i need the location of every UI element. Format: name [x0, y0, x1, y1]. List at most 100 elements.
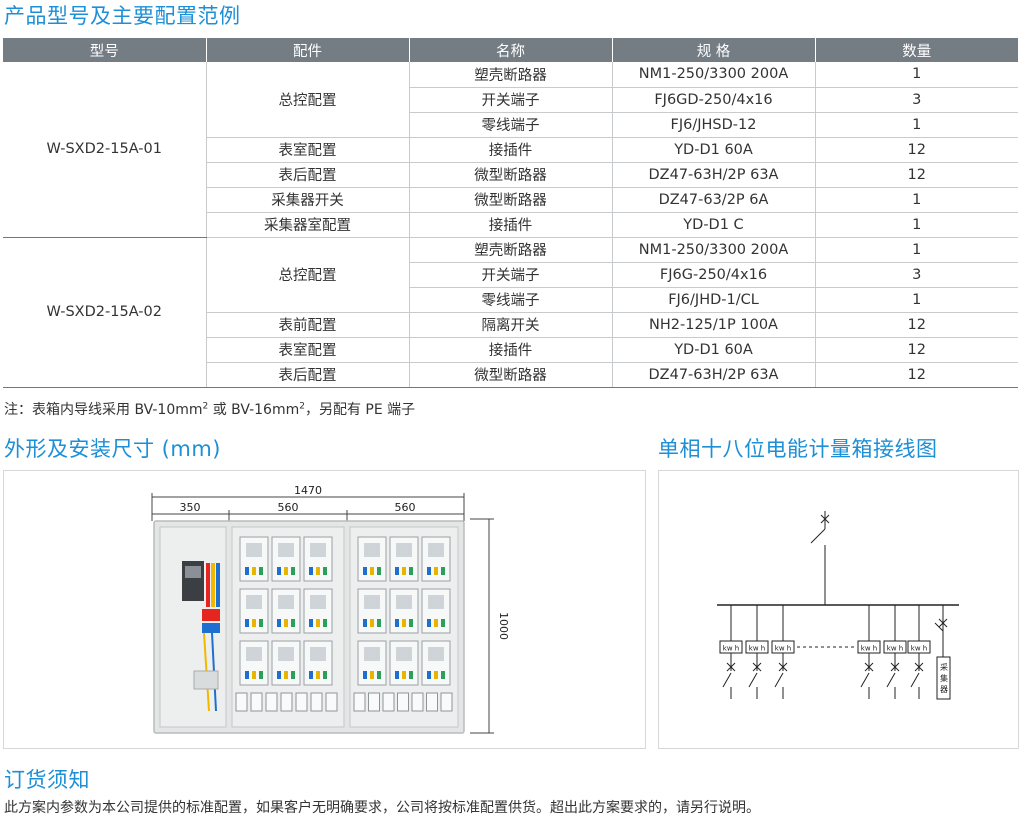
breaker [411, 692, 424, 712]
header-name: 名称 [409, 38, 613, 62]
page-title: 产品型号及主要配置范例 [4, 4, 241, 28]
qty-cell: 1 [815, 212, 1018, 238]
spec-cell: FJ6GD-250/4x16 [612, 87, 816, 113]
spec-cell: YD-D1 60A [612, 137, 816, 163]
header-qty: 数量 [815, 38, 1018, 62]
qty-cell: 1 [815, 62, 1018, 88]
name-cell: 塑壳断路器 [409, 62, 613, 88]
breaker [310, 692, 323, 712]
qty-cell: 1 [815, 187, 1018, 213]
breaker [265, 692, 278, 712]
dimensions-panel: 1470 350 560 560 1000 [3, 470, 646, 749]
name-cell: 开关端子 [409, 87, 613, 113]
qty-cell: 3 [815, 262, 1018, 288]
kwh-meter-label: kw h [911, 645, 927, 653]
dim-height: 1000 [497, 612, 510, 640]
name-cell: 塑壳断路器 [409, 237, 613, 263]
qty-cell: 12 [815, 362, 1018, 388]
part-cell: 表前配置 [206, 312, 410, 338]
cabinet-drawing: 1470 350 560 560 1000 [151, 484, 510, 734]
breaker-row [235, 692, 453, 712]
kwh-meter-label: kw h [749, 645, 765, 653]
spec-cell: FJ6G-250/4x16 [612, 262, 816, 288]
breaker [353, 692, 366, 712]
spec-cell: YD-D1 60A [612, 337, 816, 363]
breaker [426, 692, 438, 712]
breaker [368, 692, 380, 712]
name-cell: 零线端子 [409, 112, 613, 138]
collector-box [936, 656, 951, 700]
meter-branches: kw h kw h kw h kw h kw h kw h [719, 605, 931, 699]
qty-cell: 3 [815, 87, 1018, 113]
breaker [235, 692, 248, 712]
breaker [397, 692, 409, 712]
breaker [382, 692, 395, 712]
qty-cell: 1 [815, 287, 1018, 313]
breaker [280, 692, 293, 712]
part-cell: 采集器室配置 [206, 212, 410, 238]
meter-grid [239, 536, 451, 686]
part-cell: 表后配置 [206, 362, 410, 388]
order-text: 此方案内参数为本公司提供的标准配置，如果客户无明确要求，公司将按标准配置供货。超… [4, 800, 760, 816]
part-cell: 表室配置 [206, 337, 410, 363]
spec-cell: DZ47-63H/2P 63A [612, 362, 816, 388]
part-cell: 采集器开关 [206, 187, 410, 213]
wiring-title: 单相十八位电能计量箱接线图 [658, 437, 938, 461]
spec-cell: NM1-250/3300 200A [612, 237, 816, 263]
kwh-meter-label: kw h [775, 645, 791, 653]
name-cell: 零线端子 [409, 287, 613, 313]
qty-cell: 12 [815, 162, 1018, 188]
part-cell: 表室配置 [206, 137, 410, 163]
kwh-meter-label: kw h [887, 645, 903, 653]
header-part: 配件 [206, 38, 410, 62]
collector-label-2: 集 [940, 673, 948, 683]
dimensions-title: 外形及安装尺寸 (mm) [4, 437, 221, 461]
dim-seg3: 560 [395, 501, 416, 514]
header-spec: 规 格 [612, 38, 816, 62]
dim-seg1: 350 [180, 501, 201, 514]
qty-cell: 12 [815, 312, 1018, 338]
table-header-row: 型号 配件 名称 规 格 数量 [3, 38, 1018, 62]
spec-cell: NH2-125/1P 100A [612, 312, 816, 338]
kwh-meter-label: kw h [861, 645, 877, 653]
name-cell: 隔离开关 [409, 312, 613, 338]
part-cell: 表后配置 [206, 162, 410, 188]
name-cell: 开关端子 [409, 262, 613, 288]
dim-seg2: 560 [278, 501, 299, 514]
dim-total-width: 1470 [294, 484, 322, 497]
kwh-meter-label: kw h [723, 645, 739, 653]
collector-label-3: 器 [940, 685, 948, 694]
breaker [295, 692, 308, 712]
qty-cell: 12 [815, 337, 1018, 363]
name-cell: 接插件 [409, 137, 613, 163]
part-cell: 总控配置 [206, 62, 410, 138]
breaker [325, 692, 338, 712]
part-cell: 总控配置 [206, 237, 410, 313]
model-cell: W-SXD2-15A-02 [3, 237, 207, 388]
breaker [250, 692, 263, 712]
name-cell: 微型断路器 [409, 362, 613, 388]
name-cell: 接插件 [409, 337, 613, 363]
name-cell: 微型断路器 [409, 162, 613, 188]
qty-cell: 12 [815, 137, 1018, 163]
model-cell: W-SXD2-15A-01 [3, 62, 207, 238]
order-title: 订货须知 [4, 768, 90, 792]
spec-cell: FJ6/JHD-1/CL [612, 287, 816, 313]
spec-cell: DZ47-63/2P 6A [612, 187, 816, 213]
name-cell: 微型断路器 [409, 187, 613, 213]
qty-cell: 1 [815, 237, 1018, 263]
